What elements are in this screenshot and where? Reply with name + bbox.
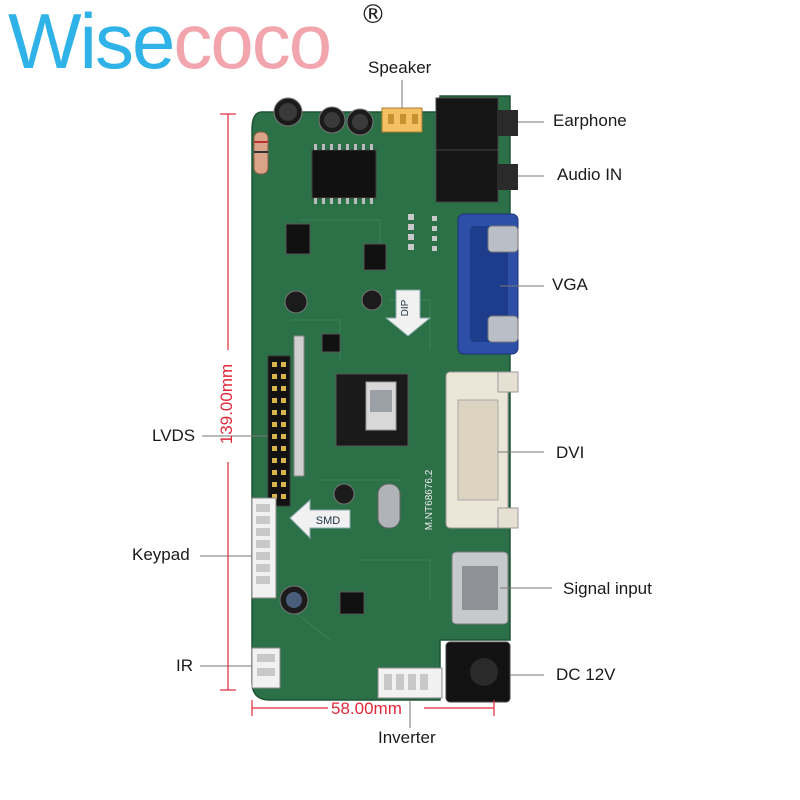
leader-lines: [200, 80, 552, 728]
dimension-width: 58.00mm: [331, 699, 402, 718]
label-vga: VGA: [552, 275, 588, 294]
board-model-text: M.NT68676.2: [424, 469, 435, 530]
smd-label: SMD: [316, 515, 341, 527]
crystal-oscillator: [377, 483, 401, 529]
label-audio-in: Audio IN: [557, 165, 623, 184]
dip-arrow: DIP: [384, 289, 432, 337]
audio-chip: [311, 149, 377, 199]
label-lvds: LVDS: [152, 426, 196, 445]
label-inverter: Inverter: [378, 728, 436, 747]
lvds-header: [267, 335, 305, 507]
label-signal-input: Signal input: [563, 579, 652, 598]
pad-rows: [408, 214, 437, 251]
dimension-lines: [220, 113, 495, 716]
brand-logo: Wisecoco: [8, 2, 332, 80]
audio-in-jack: [435, 149, 499, 203]
dimension-height: 139.00mm: [217, 363, 236, 445]
registered-mark: ®: [360, 0, 386, 30]
brand-name-part1: Wise: [8, 0, 175, 85]
label-ir: IR: [176, 656, 193, 675]
smd-arrow: SMD: [289, 498, 351, 540]
earphone-jack: [435, 97, 499, 151]
dip-label: DIP: [400, 299, 411, 316]
brand-name-part2: coco: [173, 0, 332, 85]
label-dvi: DVI: [556, 443, 585, 462]
label-keypad: Keypad: [132, 545, 190, 564]
label-earphone: Earphone: [553, 111, 627, 130]
capacitors: [273, 97, 383, 615]
label-dc: DC 12V: [556, 665, 616, 684]
label-speaker: Speaker: [368, 58, 432, 77]
